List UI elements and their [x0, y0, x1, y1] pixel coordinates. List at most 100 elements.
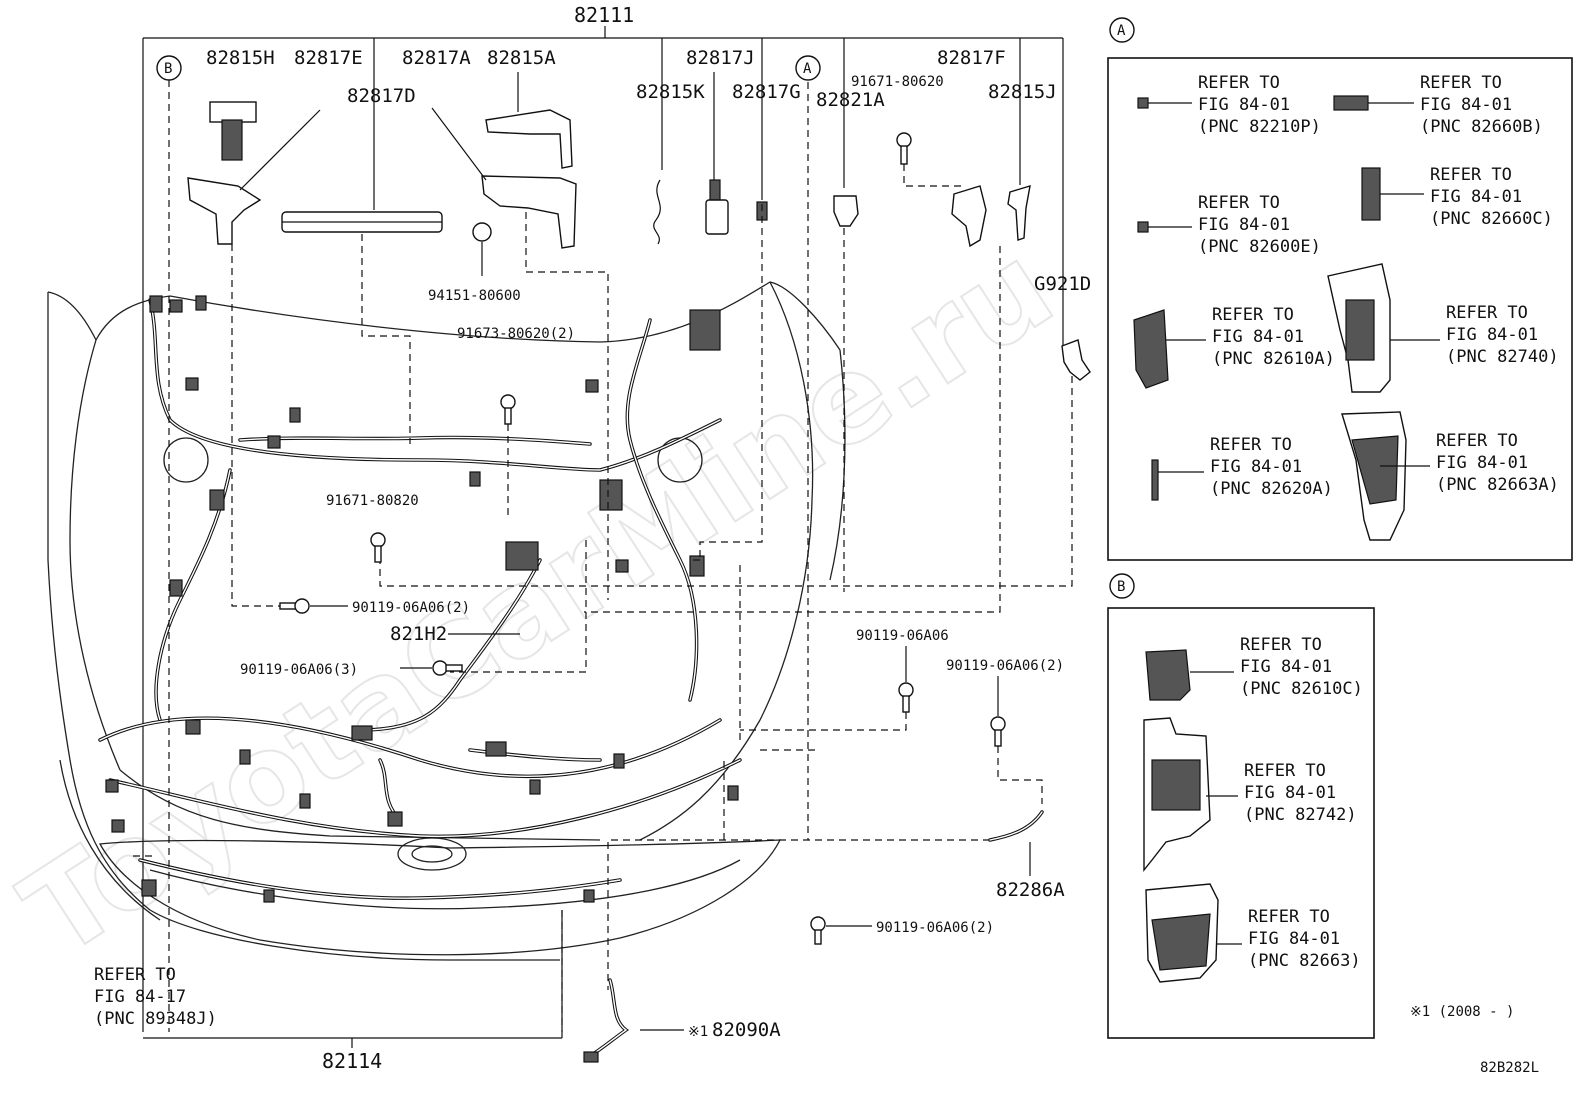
panel-a-ref-7-line3: (PNC 82620A)	[1210, 479, 1333, 499]
label-90119-06A06-2-bottom: 90119-06A06(2)	[876, 920, 994, 936]
panel-a-ref-6-line1: REFER TO	[1446, 303, 1528, 323]
panel-a-ref-8-line2: FIG 84-01	[1436, 453, 1528, 473]
label-82817J: 82817J	[686, 47, 755, 69]
panel-a-ref-1-line1: REFER TO	[1198, 73, 1280, 93]
top-leaders	[373, 38, 1021, 210]
panel-b-ref-1-line2: FIG 84-01	[1240, 657, 1332, 677]
harness-connectors	[105, 295, 739, 903]
panel-a-ref-7-line1: REFER TO	[1210, 435, 1292, 455]
panel-b-ref-2-line2: FIG 84-01	[1244, 783, 1336, 803]
footnote: ※1 (2008 - )	[1410, 1004, 1514, 1020]
panel-a-ref-4-line3: (PNC 82660C)	[1430, 209, 1553, 229]
panel-a-ref-1-line3: (PNC 82210P)	[1198, 117, 1321, 137]
panel-a-ref-5-line2: FIG 84-01	[1212, 327, 1304, 347]
part-82817A	[431, 107, 577, 249]
panel-a-ref-2-line2: FIG 84-01	[1420, 95, 1512, 115]
panel-b-ref-1-line1: REFER TO	[1240, 635, 1322, 655]
panel-a-ref-3-line2: FIG 84-01	[1198, 215, 1290, 235]
panel-b-ref-3-line1: REFER TO	[1248, 907, 1330, 927]
label-82817A: 82817A	[402, 47, 471, 69]
label-90119-06A06-3: 90119-06A06(3)	[240, 662, 358, 678]
panel-a: A REFER TO FIG 84-01 (PNC 82210P) REFER …	[1107, 17, 1573, 561]
panel-a-ref-4-line2: FIG 84-01	[1430, 187, 1522, 207]
panel-b-ref-2-line3: (PNC 82742)	[1244, 805, 1357, 825]
mark-82090A: ※1	[688, 1024, 708, 1040]
svg-text:REFER TO: REFER TO	[94, 965, 176, 985]
marker-b-top: B	[156, 55, 182, 81]
svg-text:A: A	[803, 61, 812, 77]
panel-a-ref-8-line3: (PNC 82663A)	[1436, 475, 1559, 495]
part-82821A	[833, 195, 859, 227]
part-82817E	[187, 109, 321, 245]
label-82817D: 82817D	[347, 85, 416, 107]
panel-a-ref-2-line1: REFER TO	[1420, 73, 1502, 93]
part-91671-80620	[896, 132, 912, 165]
part-82815J	[1007, 185, 1031, 241]
bolt-90119-2c	[810, 916, 872, 945]
label-G921D: G921D	[1034, 273, 1091, 295]
panel-a-ref-5-line1: REFER TO	[1212, 305, 1294, 325]
svg-text:B: B	[164, 61, 172, 77]
label-94151-80600: 94151-80600	[428, 288, 521, 304]
bolt-91673-80620	[500, 394, 516, 520]
panel-b-marker: B	[1117, 579, 1125, 595]
front-harness-bracket	[143, 910, 563, 1048]
label-82815J: 82815J	[988, 81, 1057, 103]
bolt-91671-80820	[370, 532, 386, 563]
label-90119-06A06-2-left: 90119-06A06(2)	[352, 600, 470, 616]
panel-b: B REFER TO FIG 84-01 (PNC 82610C) REFER …	[1107, 573, 1375, 1039]
panel-b-ref-2-line1: REFER TO	[1244, 761, 1326, 781]
diagram-id: 82B282L	[1480, 1060, 1539, 1076]
label-82286A: 82286A	[996, 879, 1065, 901]
svg-text:(PNC 89348J): (PNC 89348J)	[94, 1009, 217, 1029]
panel-a-ref-8-line1: REFER TO	[1436, 431, 1518, 451]
panel-b-ref-3-line2: FIG 84-01	[1248, 929, 1340, 949]
panel-b-ref-3-line3: (PNC 82663)	[1248, 951, 1361, 971]
panel-a-ref-1-line2: FIG 84-01	[1198, 95, 1290, 115]
panel-a-ref-3-line1: REFER TO	[1198, 193, 1280, 213]
panel-a-ref-6-line3: (PNC 82740)	[1446, 347, 1559, 367]
part-82815K	[653, 179, 661, 245]
part-82815H	[209, 101, 257, 161]
panel-a-ref-7-line2: FIG 84-01	[1210, 457, 1302, 477]
panel-a-ref-4-line1: REFER TO	[1430, 165, 1512, 185]
part-82815A	[485, 72, 573, 169]
panel-a-marker: A	[1117, 23, 1126, 39]
panel-a-ref-6-line2: FIG 84-01	[1446, 325, 1538, 345]
part-82817D	[281, 211, 443, 233]
bolt-90119-2b	[990, 676, 1006, 747]
label-82111: 82111	[574, 3, 634, 27]
bolt-90119-1	[898, 646, 914, 713]
label-82817F: 82817F	[937, 47, 1006, 69]
part-82090A	[583, 978, 684, 1063]
panel-a-ref-3-line3: (PNC 82600E)	[1198, 237, 1321, 257]
label-82817E: 82817E	[294, 47, 363, 69]
part-94151-80600	[472, 222, 492, 276]
part-82817F	[951, 185, 987, 248]
label-82815K: 82815K	[636, 81, 705, 103]
label-91671-80820: 91671-80820	[326, 493, 419, 509]
panel-a-ref-2-line3: (PNC 82660B)	[1420, 117, 1543, 137]
part-G921D	[1061, 339, 1091, 381]
svg-text:FIG 84-17: FIG 84-17	[94, 987, 186, 1007]
label-82815A: 82815A	[487, 47, 556, 69]
part-82817J	[705, 72, 729, 235]
label-82090A: 82090A	[712, 1019, 781, 1041]
dashed-leaders	[130, 80, 1073, 1032]
refer-main: REFER TO FIG 84-17 (PNC 89348J)	[94, 965, 217, 1029]
label-82114: 82114	[322, 1049, 382, 1073]
bolt-90119-3	[400, 660, 463, 676]
label-90119-06A06-2-right: 90119-06A06(2)	[946, 658, 1064, 674]
panel-a-ref-5-line3: (PNC 82610A)	[1212, 349, 1335, 369]
label-91671-80620: 91671-80620	[851, 74, 944, 90]
marker-a-top: A	[795, 55, 821, 81]
label-90119-06A06-center: 90119-06A06	[856, 628, 949, 644]
label-82815H: 82815H	[206, 47, 275, 69]
panel-b-ref-1-line3: (PNC 82610C)	[1240, 679, 1363, 699]
label-82821A: 82821A	[816, 89, 885, 111]
label-82817G: 82817G	[732, 81, 801, 103]
label-91673-80620: 91673-80620(2)	[457, 326, 575, 342]
main-harness-bracket	[142, 26, 1064, 1032]
